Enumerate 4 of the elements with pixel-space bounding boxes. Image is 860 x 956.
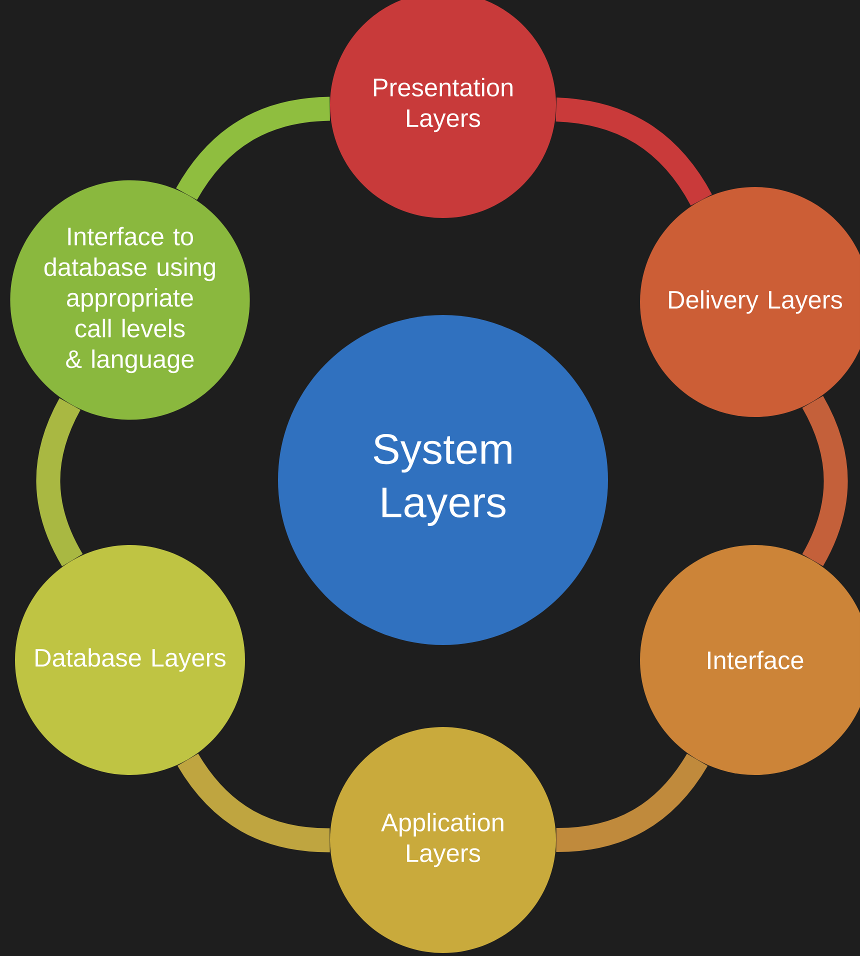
ring-segment — [178, 753, 330, 852]
ring-segment — [176, 96, 330, 200]
ring-segment — [556, 753, 708, 852]
ring-segment — [555, 98, 712, 206]
